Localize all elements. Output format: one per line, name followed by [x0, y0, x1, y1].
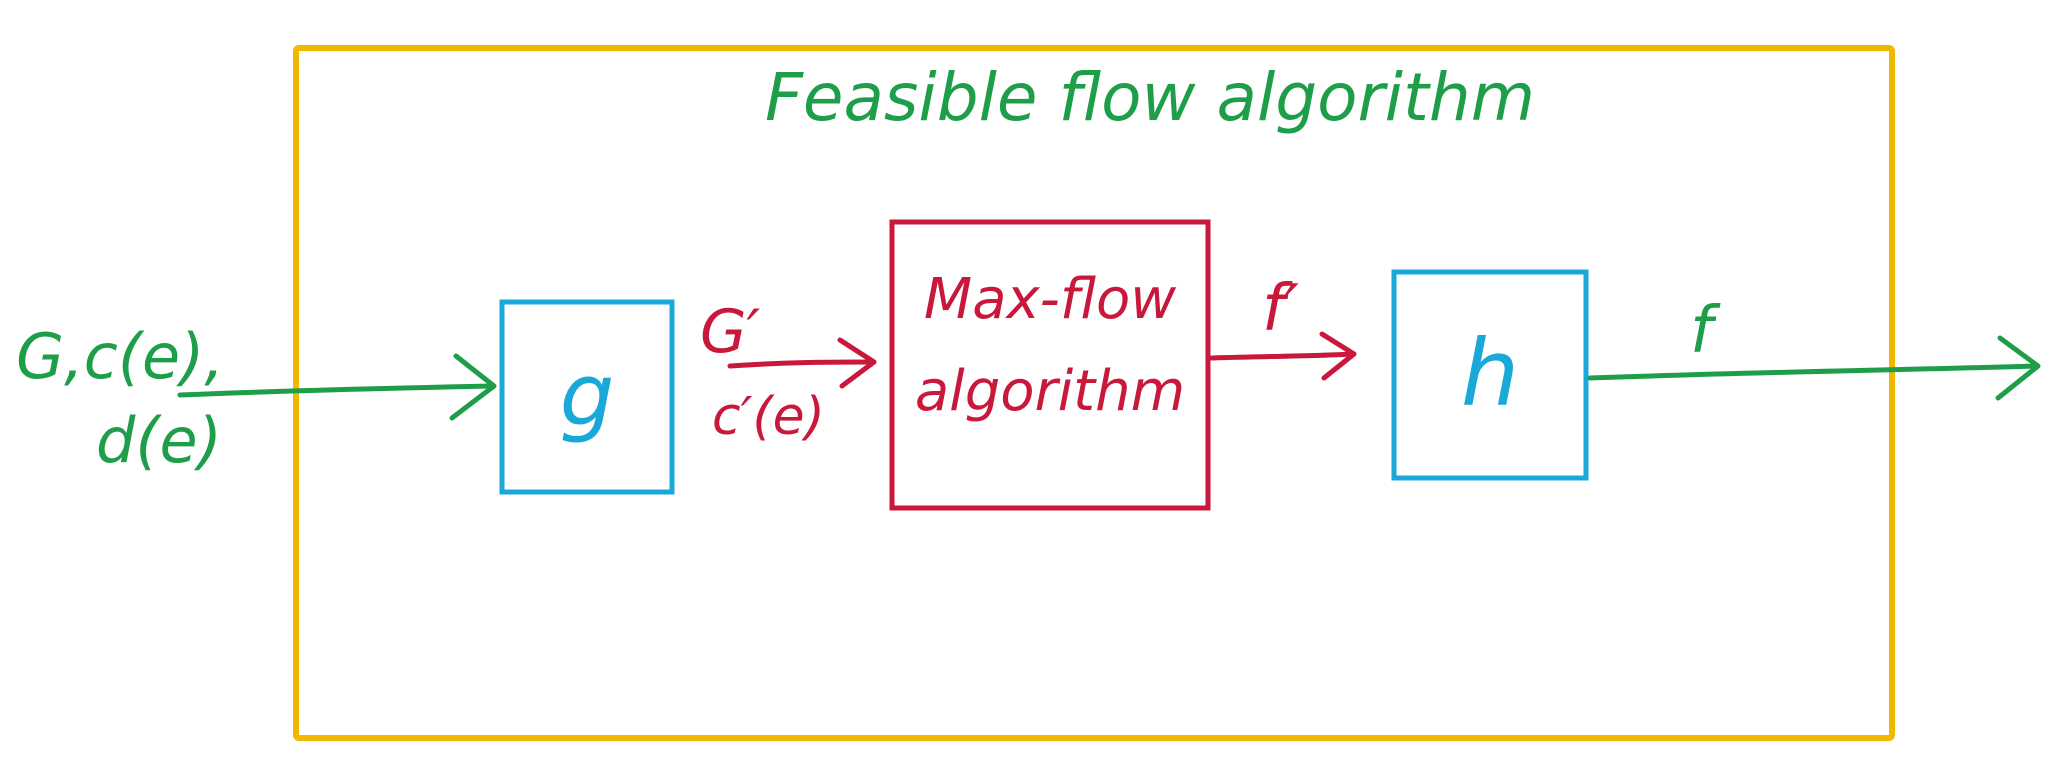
input-arrow-head [449, 353, 497, 421]
max-flow-output-label: f′ [1262, 272, 1300, 346]
transform-g-box [499, 299, 675, 495]
max-flow-label-line2: algorithm [915, 359, 1185, 424]
transform-g-label: g [560, 346, 615, 446]
input-arrow [177, 383, 495, 398]
g-to-maxflow-arrow [727, 359, 875, 369]
transformed-capacity-label: c′(e) [712, 387, 825, 447]
transform-h-box [1391, 269, 1589, 481]
max-flow-label-line1: Max-flow [924, 267, 1176, 332]
maxflow-to-h-arrow-head [1319, 331, 1357, 381]
input-label-graph-capacity: G,c(e), [16, 320, 224, 393]
transform-h-label: h [1461, 320, 1519, 427]
input-label-demand: d(e) [96, 404, 222, 477]
output-arrow-head [1995, 335, 2041, 401]
max-flow-box [889, 219, 1211, 511]
maxflow-to-h-arrow [1209, 351, 1355, 361]
g-to-maxflow-arrow-head [837, 337, 877, 389]
diagram-title: Feasible flow algorithm [765, 59, 1535, 136]
output-flow-label: f [1690, 294, 1721, 368]
transformed-graph-label: G′ [700, 297, 760, 367]
output-arrow [1587, 363, 2039, 381]
